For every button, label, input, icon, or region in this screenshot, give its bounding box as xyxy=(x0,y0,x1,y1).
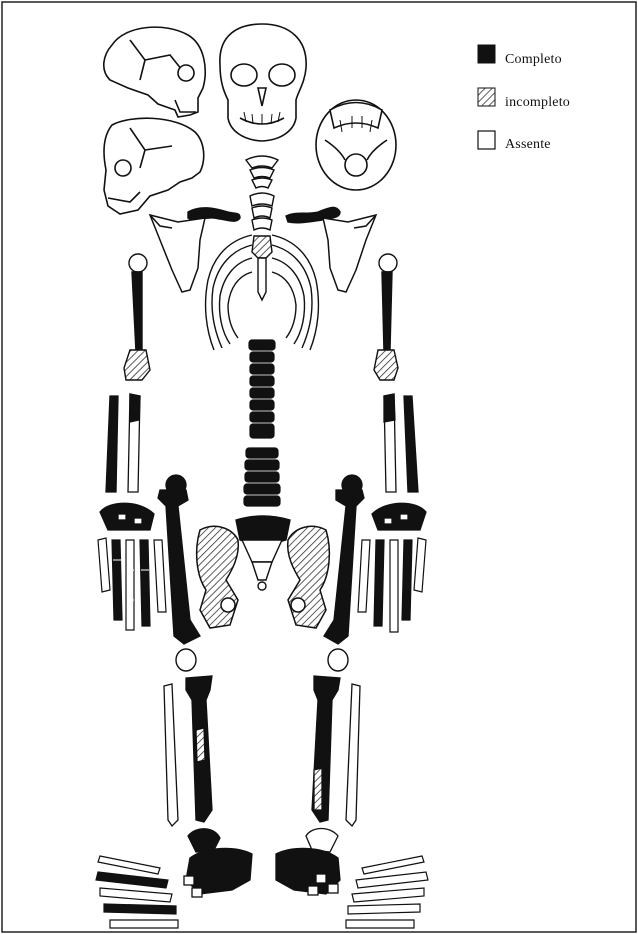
legend-label-complete: Completo xyxy=(505,52,562,68)
sacrum xyxy=(236,516,290,590)
legend-swatch-absent xyxy=(478,131,495,149)
tarsals xyxy=(184,829,340,898)
thoracic-upper xyxy=(250,193,274,230)
foot-phalanges-left xyxy=(96,856,178,928)
legend-label-absent: Assente xyxy=(505,137,551,153)
skull-basal xyxy=(316,100,396,190)
tibiae xyxy=(186,676,340,822)
legend-swatch-incomplete xyxy=(478,88,495,106)
skull-lateral-left xyxy=(104,118,204,214)
legend-swatch-complete xyxy=(478,45,495,63)
cervical-vertebrae xyxy=(246,156,278,188)
legend xyxy=(478,45,495,149)
skull-lateral-right xyxy=(104,27,205,117)
foot-phalanges-right xyxy=(346,856,428,928)
sternum xyxy=(252,236,272,300)
hand-phalanges-left xyxy=(98,538,166,630)
patellae xyxy=(176,649,348,671)
hand-phalanges-right xyxy=(358,538,426,632)
lumbar-vertebrae xyxy=(244,448,280,506)
thoracic-vertebrae xyxy=(249,340,275,438)
legend-label-incomplete: incompleto xyxy=(505,95,570,111)
skull-frontal xyxy=(220,24,306,141)
